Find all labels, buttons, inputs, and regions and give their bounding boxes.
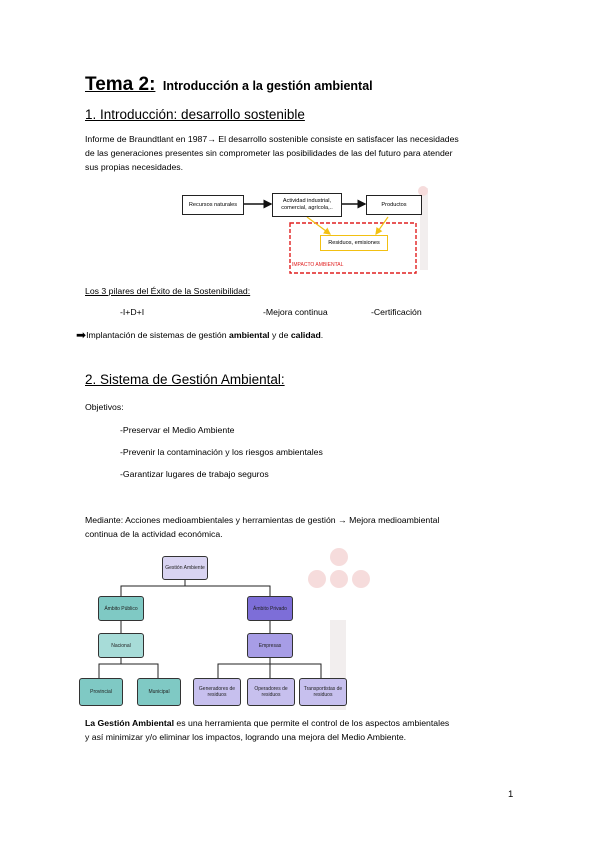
intro-line: sus propias necesidades. xyxy=(85,162,184,172)
implant-text: Implantación de sistemas de gestión xyxy=(86,330,230,340)
tree-node-ambito-privado: Ámbito Privado xyxy=(247,596,293,621)
mediante-paragraph: Mediante: Acciones medioambientales y he… xyxy=(85,513,439,541)
sustainability-flow-diagram: Recursos naturales Actividad industrial,… xyxy=(180,186,424,276)
tree-node-empresas: Empresas xyxy=(247,633,293,658)
pillar-mejora: -Mejora continua xyxy=(263,307,328,317)
implant-mid: y de xyxy=(269,330,291,340)
gestion-ambiental-tree: Gestión Ambiente Ámbito Público Ámbito P… xyxy=(79,554,355,712)
watermark-dot xyxy=(330,570,348,588)
tree-node-provincial: Provincial xyxy=(79,678,123,706)
implant-bold-ambiental: ambiental xyxy=(229,330,270,340)
watermark-dot xyxy=(418,186,428,196)
tree-node-transportistas: Transportistas de residuos xyxy=(299,678,347,706)
tree-node-root: Gestión Ambiente xyxy=(162,556,208,580)
final-line: y así minimizar y/o eliminar los impacto… xyxy=(85,732,407,742)
watermark-bar-top xyxy=(420,188,428,270)
intro-line: de las generaciones presentes sin compro… xyxy=(85,148,453,158)
section1-heading: 1. Introducción: desarrollo sostenible xyxy=(85,107,305,122)
flow-arrows xyxy=(244,199,417,274)
implant-line: ➡Implantación de sistemas de gestión amb… xyxy=(76,328,323,342)
flow-box-recursos: Recursos naturales xyxy=(182,195,244,215)
objetivo-1: -Preservar el Medio Ambiente xyxy=(120,425,235,435)
flow-box-residuos: Residuos, emisiones xyxy=(320,235,388,251)
pillars-heading: Los 3 pilares del Éxito de la Sostenibil… xyxy=(85,286,251,296)
mediante-line: Mediante: Acciones medioambientales y he… xyxy=(85,515,440,525)
objetivos-label: Objetivos: xyxy=(85,402,124,412)
mediante-line: continua de la actividad económica. xyxy=(85,529,223,539)
objetivo-2: -Prevenir la contaminación y los riesgos… xyxy=(120,447,323,457)
tree-node-generadores: Generadores de residuos xyxy=(193,678,241,706)
watermark-dot xyxy=(308,570,326,588)
watermark-dot xyxy=(330,548,348,566)
arrow-yellow-1 xyxy=(306,216,331,235)
final-bold: La Gestión Ambiental xyxy=(85,718,174,728)
implant-end: . xyxy=(320,330,324,340)
implant-bold-calidad: calidad xyxy=(290,330,321,340)
tree-node-municipal: Municipal xyxy=(137,678,181,706)
impact-label: IMPACTO AMBIENTAL xyxy=(292,262,344,268)
impact-area xyxy=(289,222,417,274)
section2-heading: 2. Sistema de Gestión Ambiental: xyxy=(85,372,285,387)
final-line: La Gestión Ambiental es una herramienta … xyxy=(85,716,449,730)
pillar-certificacion: -Certificación xyxy=(371,307,422,317)
final-paragraph: La Gestión Ambiental es una herramienta … xyxy=(85,716,449,744)
objetivo-3: -Garantizar lugares de trabajo seguros xyxy=(120,469,269,479)
tree-node-operadores: Operadores de residuos xyxy=(247,678,295,706)
section1-intro: Informe de Braundtlant en 1987→ El desar… xyxy=(85,132,459,174)
tree-connectors xyxy=(98,580,322,678)
intro-line: Informe de Braundtlant en 1987→ El desar… xyxy=(85,134,459,144)
page-number: 1 xyxy=(508,789,514,800)
flow-box-productos: Productos xyxy=(366,195,422,215)
pillar-idi: -I+D+I xyxy=(120,307,145,317)
final-rest: es una herramienta que permite el contro… xyxy=(173,718,450,728)
page-title: Tema 2: Introducción a la gestión ambien… xyxy=(85,74,373,96)
tree-node-nacional: Nacional xyxy=(98,633,144,658)
tema-subtitle: Introducción a la gestión ambiental xyxy=(162,79,373,93)
flow-box-actividad: Actividad industrial, comercial, agrícol… xyxy=(272,193,342,217)
right-arrow-icon: ➡ xyxy=(76,328,87,342)
tree-node-ambito-publico: Ámbito Público xyxy=(98,596,144,621)
tema-label: Tema 2: xyxy=(85,74,156,95)
arrow-yellow-2 xyxy=(375,216,389,235)
watermark-dot xyxy=(352,570,370,588)
